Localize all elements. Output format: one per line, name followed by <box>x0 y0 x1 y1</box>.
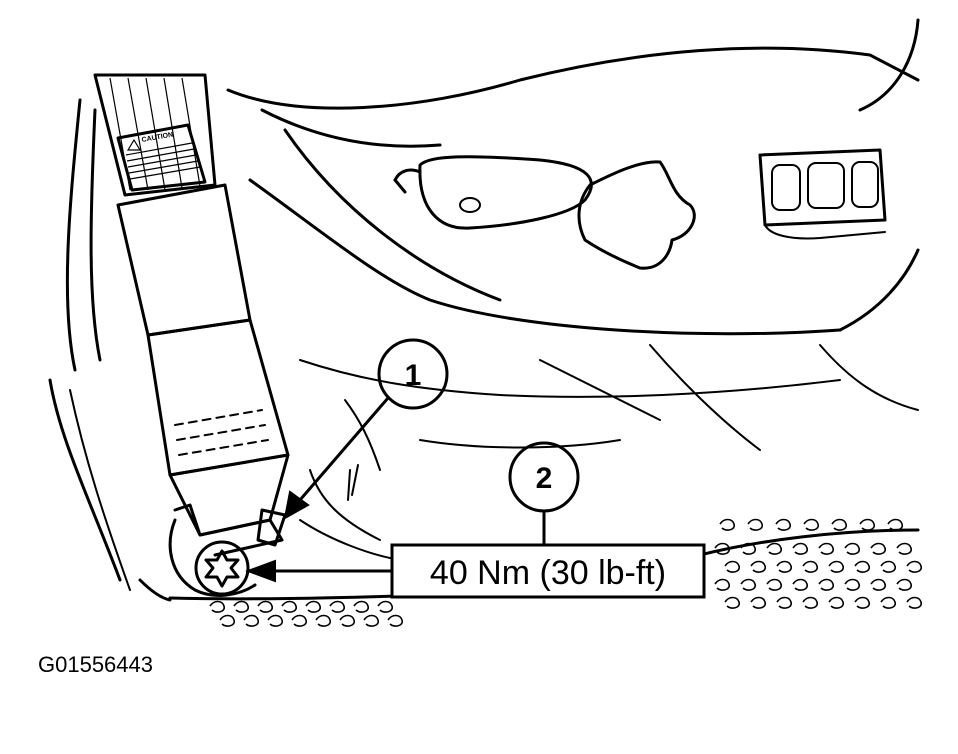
carpet-loop <box>859 518 876 531</box>
buckle-stalk <box>116 183 290 537</box>
carpet-loop <box>257 600 274 613</box>
carpet-loop <box>870 542 887 555</box>
carpet-loop <box>209 600 226 613</box>
torque-label-box <box>390 543 706 599</box>
floor-edge-line <box>168 594 402 601</box>
carpet-loop <box>724 596 741 609</box>
carpet-loop <box>377 600 394 613</box>
carpet-loop <box>219 614 236 627</box>
torque-arrowhead <box>245 559 276 583</box>
carpet-loop <box>243 614 260 627</box>
torx-star-icon <box>204 549 240 588</box>
switch-button-right <box>851 161 879 208</box>
carpet-loop <box>714 578 731 591</box>
floor-edge-line-right <box>698 528 920 557</box>
carpet-loop <box>802 596 819 609</box>
carpet-loop <box>906 560 923 573</box>
carpet-loop <box>766 578 783 591</box>
callout-1-circle <box>377 338 449 410</box>
carpet-loop <box>750 560 767 573</box>
carpet-loop <box>870 578 887 591</box>
carpet-loop <box>719 518 736 531</box>
carpet-loop <box>315 614 332 627</box>
carpet-loop <box>802 560 819 573</box>
floor-carpet-texture <box>209 518 923 627</box>
carpet-loop <box>906 596 923 609</box>
carpet-loop <box>387 614 404 627</box>
anchor-bracket <box>168 503 287 597</box>
left-trim-panel <box>48 98 172 602</box>
carpet-loop <box>844 578 861 591</box>
carpet-loop <box>775 518 792 531</box>
carpet-loop <box>329 600 346 613</box>
carpet-loop <box>363 614 380 627</box>
callout-1-arrowhead <box>283 490 310 520</box>
torque-label-text: 40 Nm (30 lb-ft) <box>430 554 666 592</box>
carpet-loop <box>896 542 913 555</box>
carpet-loop <box>831 518 848 531</box>
callout-1-number: 1 <box>405 359 422 392</box>
seat-adjust-knob <box>577 160 696 270</box>
carpet-loop <box>776 560 793 573</box>
carpet-loop <box>233 600 250 613</box>
carpet-loop <box>766 542 783 555</box>
carpet-loop <box>887 518 904 531</box>
carpet-loop <box>724 560 741 573</box>
carpet-loop <box>281 600 298 613</box>
callout-2-number: 2 <box>536 462 553 495</box>
carpet-loop <box>854 596 871 609</box>
carpet-loop <box>828 596 845 609</box>
carpet-loop <box>792 578 809 591</box>
carpet-loop <box>776 596 793 609</box>
switch-bezel <box>758 148 887 227</box>
carpet-loop <box>844 542 861 555</box>
carpet-loop <box>880 596 897 609</box>
carpet-loop <box>267 614 284 627</box>
anchor-bolt <box>194 540 250 596</box>
carpet-loop <box>353 600 370 613</box>
carpet-loop <box>291 614 308 627</box>
carpet-loop <box>339 614 356 627</box>
callout-2: 2 <box>508 441 580 547</box>
caution-tag: CAUTION <box>116 123 207 192</box>
carpet-loop <box>740 578 757 591</box>
carpet-loop <box>305 600 322 613</box>
carpet-loop <box>747 518 764 531</box>
warning-triangle-icon <box>126 138 142 151</box>
switch-button-center <box>807 162 845 209</box>
carpet-loop <box>854 560 871 573</box>
figure-id: G01556443 <box>38 652 153 677</box>
callout-1: 1 <box>283 338 449 520</box>
torque-label: 40 Nm (30 lb-ft) <box>245 543 706 599</box>
carpet-loop <box>803 518 820 531</box>
carpet-loop <box>896 578 913 591</box>
callout-1-leader <box>298 396 390 502</box>
carpet-loop <box>818 542 835 555</box>
carpet-loop <box>818 578 835 591</box>
carpet-loop <box>750 596 767 609</box>
carpet-loop <box>880 560 897 573</box>
carpet-loop <box>828 560 845 573</box>
switch-button-left <box>771 164 801 211</box>
carpet-loop <box>792 542 809 555</box>
seat-control-housing <box>393 148 887 270</box>
seat-trim-outline <box>226 18 920 561</box>
